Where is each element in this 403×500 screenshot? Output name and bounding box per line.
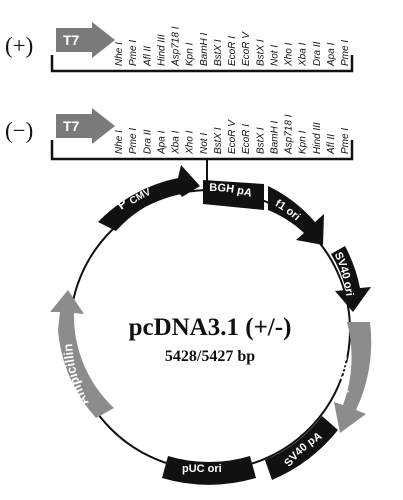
minus-site-label: Pme I bbox=[128, 128, 139, 154]
minus-site-label: Not I bbox=[199, 133, 210, 154]
neomycin-label: Neomycin bbox=[333, 336, 352, 403]
plus-site-label: BstX I bbox=[255, 39, 266, 66]
plus-site-label: BamH I bbox=[199, 32, 210, 66]
f1-ori-arrow bbox=[268, 186, 324, 245]
plus-site-label: Apa I bbox=[326, 42, 337, 67]
plus-site-label: Dra II bbox=[312, 41, 323, 66]
neomycin-arrow bbox=[334, 322, 372, 433]
minus-site-label: Xba I bbox=[171, 130, 182, 155]
minus-site-label: EcoR V bbox=[227, 119, 238, 154]
minus-site-label: Afl II bbox=[326, 134, 337, 155]
minus-site-label: Asp718 I bbox=[284, 114, 295, 155]
plus-site-label: Pme I bbox=[128, 40, 139, 66]
plus-site-label: Not I bbox=[269, 45, 280, 66]
plus-site-label: EcoR V bbox=[241, 31, 252, 66]
minus-t7-arrow-shape bbox=[56, 108, 115, 144]
minus-site-label: Pme I bbox=[340, 128, 351, 154]
plus-site-label: Afl II bbox=[142, 46, 153, 67]
plus-orientation-label: (+) bbox=[5, 33, 33, 58]
minus-site-label: BstX I bbox=[255, 127, 266, 154]
plus-t7-label: T7 bbox=[63, 32, 80, 48]
plus-t7-arrow-shape bbox=[56, 22, 115, 58]
minus-site-label: Xho I bbox=[185, 130, 196, 155]
minus-site-label: Nhe I bbox=[114, 130, 125, 154]
minus-t7-arrow: T7 bbox=[56, 108, 115, 144]
f1-ori-feature: f1 ori bbox=[268, 186, 324, 245]
bgh-pa-feature: BGH pA bbox=[203, 180, 264, 210]
minus-mcs-bracket bbox=[50, 140, 354, 161]
plus-site-label: Xba I bbox=[298, 42, 309, 67]
sv40-ori-feature: SV40 ori bbox=[331, 246, 371, 312]
plasmid-name: pcDNA3.1 (+/-) bbox=[129, 314, 292, 341]
bgh-pa-block bbox=[203, 180, 264, 210]
plus-site-label: Hind III bbox=[156, 34, 167, 66]
ampicillin-feature: Ampicillin bbox=[50, 290, 114, 418]
plus-mcs-bracket bbox=[50, 55, 354, 73]
minus-site-label: Hind III bbox=[312, 122, 323, 154]
pcmv-feature: P CMV bbox=[98, 165, 200, 231]
sv40-pa-feature: SV40 pA bbox=[265, 416, 338, 480]
plus-site-label: EcoR I bbox=[227, 36, 238, 66]
sv40-pa-block bbox=[265, 416, 338, 480]
minus-site-label: BstX I bbox=[213, 127, 224, 154]
plus-site-label: Asp718 I bbox=[171, 26, 182, 67]
ampicillin-arrow bbox=[50, 290, 114, 418]
minus-orientation-label: (−) bbox=[5, 118, 33, 143]
minus-site-label: Dra II bbox=[142, 129, 153, 154]
pcmv-arrow bbox=[98, 165, 200, 231]
plus-site-label: Xho I bbox=[284, 42, 295, 67]
puc-ori-block bbox=[162, 456, 256, 485]
plus-site-label: BstX I bbox=[213, 39, 224, 66]
plus-site-label: Nhe I bbox=[114, 42, 125, 66]
minus-site-label: Kpn I bbox=[298, 130, 309, 154]
minus-site-label: EcoR I bbox=[241, 124, 252, 154]
plus-site-label: Pme I bbox=[340, 40, 351, 66]
sv40-ori-arrow bbox=[331, 246, 371, 312]
minus-site-label: BamH I bbox=[269, 120, 280, 154]
plus-t7-arrow: T7 bbox=[56, 22, 115, 58]
minus-site-label: Apa I bbox=[156, 130, 167, 155]
puc-ori-label: pUC ori bbox=[182, 463, 222, 475]
plasmid-size: 5428/5427 bp bbox=[165, 348, 255, 365]
neomycin-feature: Neomycin bbox=[333, 322, 372, 433]
plus-site-label: Kpn I bbox=[185, 42, 196, 66]
minus-t7-label: T7 bbox=[63, 118, 80, 134]
puc-ori-feature: pUC ori bbox=[162, 456, 256, 485]
